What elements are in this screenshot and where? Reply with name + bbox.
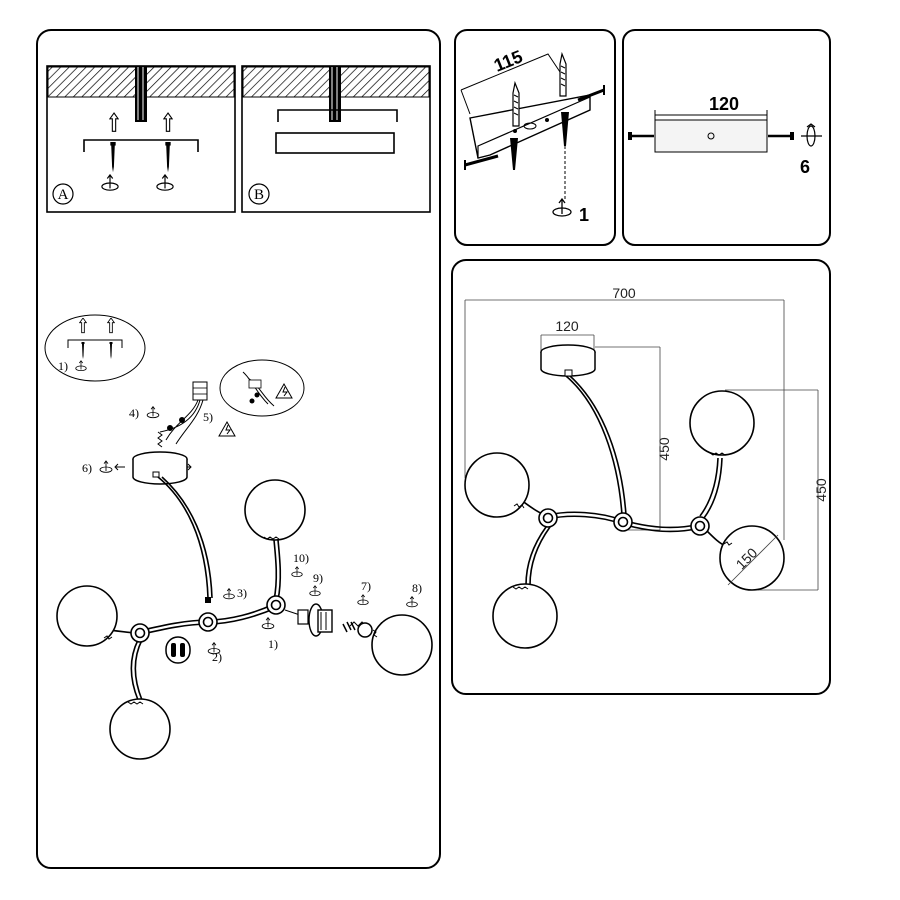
exploded-fittings: 10) 9) 7) 8) xyxy=(284,551,433,676)
bracket-panel: 115 1 xyxy=(454,29,616,246)
canopy-panel: 120 6 xyxy=(622,29,831,246)
globe-shade-icon xyxy=(719,525,785,591)
globe-shade-icon xyxy=(109,698,171,760)
step2-label: 2) xyxy=(212,650,222,664)
joint-left xyxy=(130,623,150,643)
warning-icon xyxy=(275,382,293,399)
dimensions-panel: 700 120 450 450 xyxy=(451,259,831,695)
lamp-socket-part xyxy=(165,636,191,664)
mount-option-a: A xyxy=(46,65,236,213)
step4-label: 4) xyxy=(129,406,139,420)
joint-center xyxy=(613,512,633,532)
terminal-block: 4) 5) xyxy=(129,381,236,448)
inset-wiring xyxy=(219,359,305,417)
joint-center xyxy=(198,612,218,632)
step9-label: 9) xyxy=(313,571,323,585)
step3-label: 3) xyxy=(237,586,247,600)
canopy: 6) xyxy=(82,451,192,485)
globe-shade-icon xyxy=(492,583,558,649)
joint-right xyxy=(690,516,710,536)
joint-left xyxy=(538,508,558,528)
canopy-step-label: 6 xyxy=(800,157,810,177)
globe-shade-icon xyxy=(689,390,755,456)
canopy-width-label: 120 xyxy=(709,94,739,114)
step6-label: 6) xyxy=(82,461,92,475)
drop-height-label: 450 xyxy=(656,437,672,461)
joint-right xyxy=(266,595,286,615)
globe-shade-icon xyxy=(371,614,433,676)
step8-label: 8) xyxy=(412,581,422,595)
globe-shade-icon xyxy=(464,452,530,518)
inset-step1: 1) xyxy=(44,314,146,382)
option-b-label: B xyxy=(254,187,264,203)
assembly-panel: A B 1) xyxy=(36,29,441,869)
globe-shade-icon xyxy=(56,585,118,647)
step1-label: 1) xyxy=(268,637,278,651)
globe-shade-icon xyxy=(244,479,306,541)
step7-label: 7) xyxy=(361,579,371,593)
option-a-label: A xyxy=(58,187,69,203)
total-height-label: 450 xyxy=(813,478,829,502)
wall-plug-icon xyxy=(512,51,567,127)
mount-option-b: B xyxy=(241,65,431,213)
screw-icon xyxy=(464,85,605,170)
step10-label: 10) xyxy=(293,551,309,565)
bracket-step-label: 1 xyxy=(579,205,589,225)
step5-label: 5) xyxy=(203,410,213,424)
total-width-label: 700 xyxy=(612,285,636,301)
canopy-dim-label: 120 xyxy=(555,318,579,334)
inset-step1-label: 1) xyxy=(58,359,68,373)
screw-icon xyxy=(628,132,794,140)
